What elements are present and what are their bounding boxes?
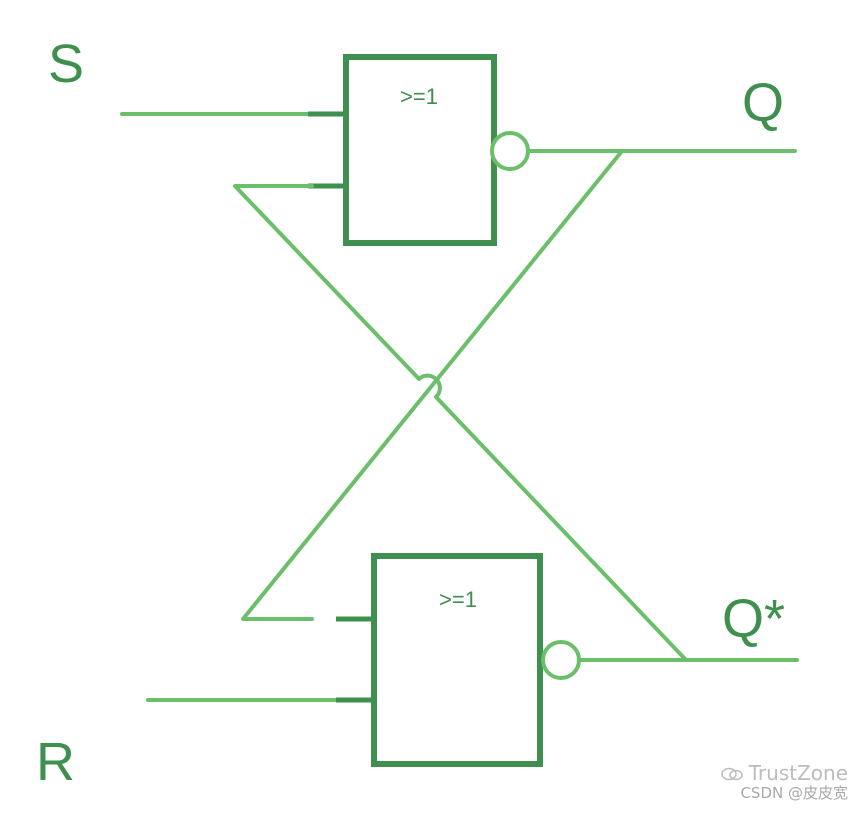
upper-gate-label: >=1: [400, 84, 438, 109]
q-label: Q: [742, 73, 784, 133]
watermark: TrustZone CSDN @皮皮宽: [720, 760, 848, 802]
q-star-label: Q*: [722, 589, 785, 649]
feedback-wire-qstar-to-upper: [233, 184, 688, 662]
upper-gate-inverter-bubble: [490, 131, 530, 171]
s-label: S: [48, 34, 84, 94]
wechat-icon: [720, 768, 743, 781]
watermark-line-1: TrustZone: [720, 760, 848, 785]
feedback-wire-q-to-lower: [241, 149, 624, 621]
lower-nor-gate: [371, 553, 543, 767]
watermark-title: TrustZone: [748, 760, 848, 785]
lower-gate-inverter-bubble: [541, 640, 581, 680]
lower-gate-label: >=1: [439, 587, 477, 612]
watermark-line-2: CSDN @皮皮宽: [740, 783, 848, 802]
r-label: R: [36, 732, 75, 792]
